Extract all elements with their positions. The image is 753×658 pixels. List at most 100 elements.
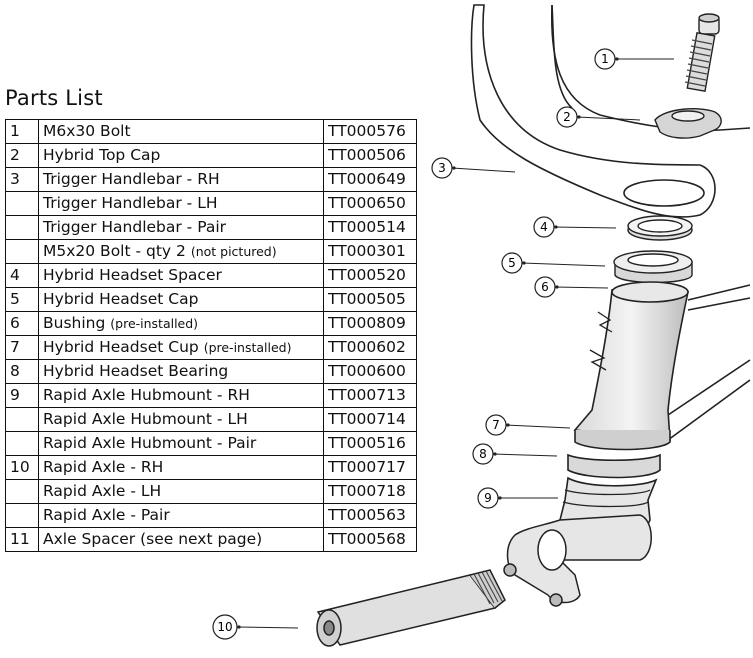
callout-label: 1 xyxy=(601,52,609,66)
part-number-cell xyxy=(5,407,39,432)
callout-leader-dot xyxy=(555,285,559,289)
part-name: Rapid Axle - RH xyxy=(43,458,164,476)
part-sku-cell: TT000563 xyxy=(323,503,417,528)
part-sku-cell: TT000714 xyxy=(323,407,417,432)
part-number-cell: 1 xyxy=(5,119,39,144)
part-name-cell: Rapid Axle - RH xyxy=(38,455,324,480)
callout-label: 2 xyxy=(563,110,571,124)
part-sku-cell: TT000301 xyxy=(323,239,417,264)
part-name: Hybrid Top Cap xyxy=(43,146,161,164)
part-sku-cell: TT000516 xyxy=(323,431,417,456)
part-name: Rapid Axle - Pair xyxy=(43,506,170,524)
part-name-cell: Hybrid Headset Spacer xyxy=(38,263,324,288)
part-sku-cell: TT000505 xyxy=(323,287,417,312)
callout-label: 6 xyxy=(541,280,549,294)
callout-circle xyxy=(477,487,499,509)
part-sku-cell: TT000713 xyxy=(323,383,417,408)
part-name: Trigger Handlebar - RH xyxy=(43,170,220,188)
part-name-cell: M6x30 Bolt xyxy=(38,119,324,144)
callout-circle xyxy=(594,48,616,70)
part-name: Hybrid Headset Cup xyxy=(43,338,199,356)
callout-leader-dot xyxy=(506,423,510,427)
callout-circle xyxy=(533,216,555,238)
callout-10: 10 xyxy=(212,614,299,640)
callout-circle xyxy=(431,157,453,179)
callout-leader-dot xyxy=(237,625,241,629)
part-number-cell: 11 xyxy=(5,527,39,552)
handlebar-part xyxy=(470,4,751,218)
callout-1: 1 xyxy=(594,48,674,70)
part-name-cell: Trigger Handlebar - LH xyxy=(38,191,324,216)
part-sku-cell: TT000506 xyxy=(323,143,417,168)
part-name: M5x20 Bolt - qty 2 xyxy=(43,242,186,260)
callout-4: 4 xyxy=(533,216,617,238)
callout-leader-dot xyxy=(452,166,456,170)
part-name: Rapid Axle Hubmount - Pair xyxy=(43,434,257,452)
callout-6: 6 xyxy=(534,276,609,298)
callout-leader-line xyxy=(576,116,641,121)
callout-7: 7 xyxy=(485,414,571,436)
part-sku-cell: TT000514 xyxy=(323,215,417,240)
callout-8: 8 xyxy=(472,443,558,465)
parts-table-row: Rapid Axle - LH TT000718 xyxy=(5,479,417,504)
part-name: Rapid Axle - LH xyxy=(43,482,162,500)
parts-table-row: Rapid Axle Hubmount - LH TT000714 xyxy=(5,407,417,432)
part-name: Hybrid Headset Spacer xyxy=(43,266,222,284)
part-note: (not pictured) xyxy=(190,244,277,259)
part-sku-cell: TT000649 xyxy=(323,167,417,192)
callout-label: 3 xyxy=(438,161,446,175)
part-sku-cell: TT000717 xyxy=(323,455,417,480)
parts-table-row: Rapid Axle - Pair TT000563 xyxy=(5,503,417,528)
callout-circle xyxy=(501,252,523,274)
callout-circle xyxy=(472,443,494,465)
part-name-cell: Rapid Axle Hubmount - LH xyxy=(38,407,324,432)
hubmount-part xyxy=(503,514,652,607)
callout-leader-dot xyxy=(615,57,619,61)
callout-label: 4 xyxy=(540,220,548,234)
part-sku-cell: TT000718 xyxy=(323,479,417,504)
part-name-cell: Hybrid Top Cap xyxy=(38,143,324,168)
callout-leader-line xyxy=(236,626,299,629)
axle-part xyxy=(316,569,506,647)
part-name-cell: Rapid Axle - Pair xyxy=(38,503,324,528)
head-tube-part xyxy=(559,281,751,540)
part-number-cell xyxy=(5,431,39,456)
part-number-cell: 3 xyxy=(5,167,39,192)
callout-leader-dot xyxy=(522,261,526,265)
callout-leader-line xyxy=(505,424,571,429)
callout-leader-dot xyxy=(493,452,497,456)
part-name: M6x30 Bolt xyxy=(43,122,131,140)
part-sku-cell: TT000520 xyxy=(323,263,417,288)
parts-table-row: M5x20 Bolt - qty 2 (not pictured)TT00030… xyxy=(5,239,417,264)
part-sku-cell: TT000809 xyxy=(323,311,417,336)
callout-circle xyxy=(556,106,578,128)
part-name: Hybrid Headset Bearing xyxy=(43,362,229,380)
part-name: Trigger Handlebar - LH xyxy=(43,194,218,212)
callout-2: 2 xyxy=(556,106,641,128)
part-number-cell: 7 xyxy=(5,335,39,360)
callout-5: 5 xyxy=(501,252,606,274)
callout-leader-line xyxy=(451,167,516,173)
part-name: Trigger Handlebar - Pair xyxy=(43,218,227,236)
part-number-cell xyxy=(5,479,39,504)
callout-label: 8 xyxy=(479,447,487,461)
part-name: Rapid Axle Hubmount - LH xyxy=(43,410,248,428)
callout-label: 10 xyxy=(217,620,232,634)
part-sku-cell: TT000568 xyxy=(323,527,417,552)
callout-circle xyxy=(534,276,556,298)
callout-label: 5 xyxy=(508,256,516,270)
parts-list-title: Parts List xyxy=(5,86,103,110)
part-name-cell: Trigger Handlebar - RH xyxy=(38,167,324,192)
part-sku-cell: TT000576 xyxy=(323,119,417,144)
part-name-cell: M5x20 Bolt - qty 2 (not pictured) xyxy=(38,239,324,264)
